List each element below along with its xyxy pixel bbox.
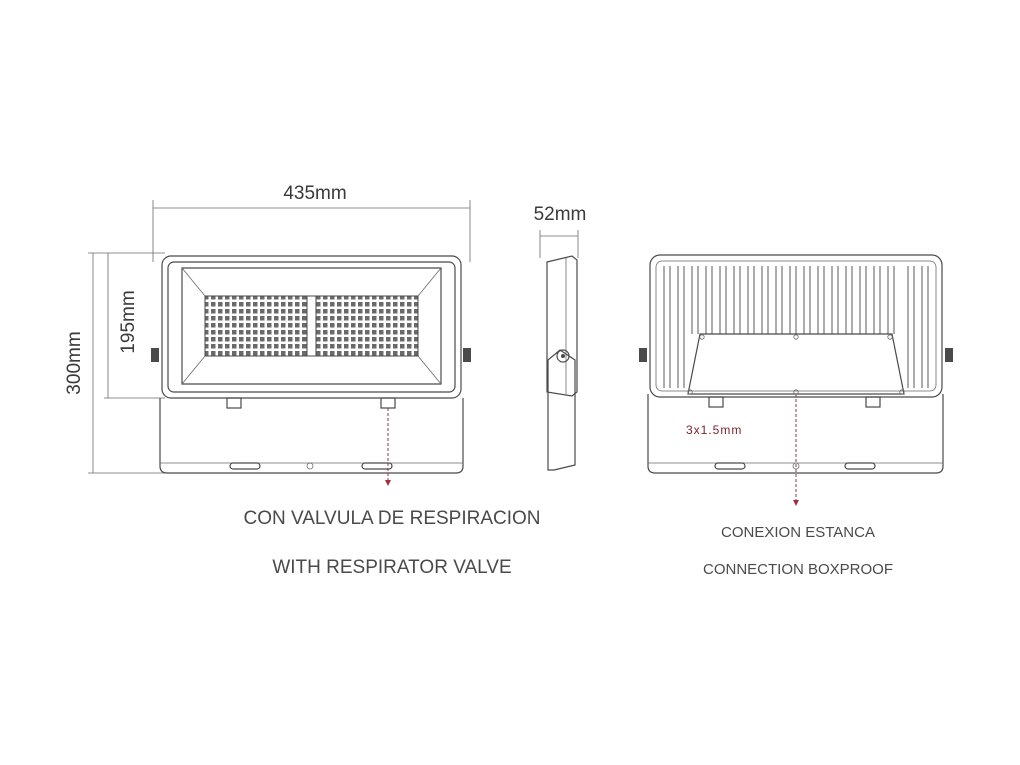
pivot-knob <box>945 348 953 362</box>
depth-label: 52mm <box>534 204 587 225</box>
height-body-dimension: 195mm <box>104 253 165 399</box>
cooling-fins <box>663 266 929 388</box>
connection-box-cover <box>687 333 905 395</box>
front-housing <box>161 255 462 399</box>
back-callout-line2: CONNECTION BOXPROOF <box>703 561 893 578</box>
height-total-dimension: 300mm <box>64 252 165 474</box>
cable-gland <box>865 396 881 408</box>
height-body-label: 195mm <box>118 290 139 353</box>
cable-gland <box>226 397 242 409</box>
front-frame <box>167 261 456 393</box>
led-panel-right <box>315 295 419 357</box>
bracket-slot <box>229 462 261 470</box>
side-housing <box>546 255 578 397</box>
width-label: 435mm <box>283 183 346 204</box>
side-view: 52mm <box>534 204 587 471</box>
front-callout-line1: CON VALVULA DE RESPIRACION <box>243 508 540 529</box>
cable-gland <box>708 396 724 408</box>
side-bracket <box>547 349 576 471</box>
respirator-valve <box>380 397 396 409</box>
led-panel-left <box>204 295 308 357</box>
depth-dimension: 52mm <box>534 204 587 258</box>
front-callout-line2: WITH RESPIRATOR VALVE <box>272 557 511 578</box>
back-callout-line1: CONEXION ESTANCA <box>721 524 875 541</box>
pivot-knob <box>463 348 471 362</box>
bracket-slot <box>361 462 393 470</box>
pivot-screw <box>556 349 570 363</box>
bracket-slot <box>844 462 876 470</box>
bracket-slot <box>714 462 746 470</box>
pivot-knob <box>151 348 159 362</box>
mounting-bracket <box>647 394 944 474</box>
height-total-label: 300mm <box>64 331 85 394</box>
back-view: 3x1.5mm <box>639 254 953 506</box>
pivot-knob <box>639 348 647 362</box>
width-dimension: 435mm <box>152 183 471 262</box>
mounting-bracket <box>159 398 464 474</box>
cable-spec-label: 3x1.5mm <box>686 423 742 437</box>
bracket-hole <box>306 462 314 470</box>
front-view: 435mm 300mm 195mm <box>64 183 471 486</box>
